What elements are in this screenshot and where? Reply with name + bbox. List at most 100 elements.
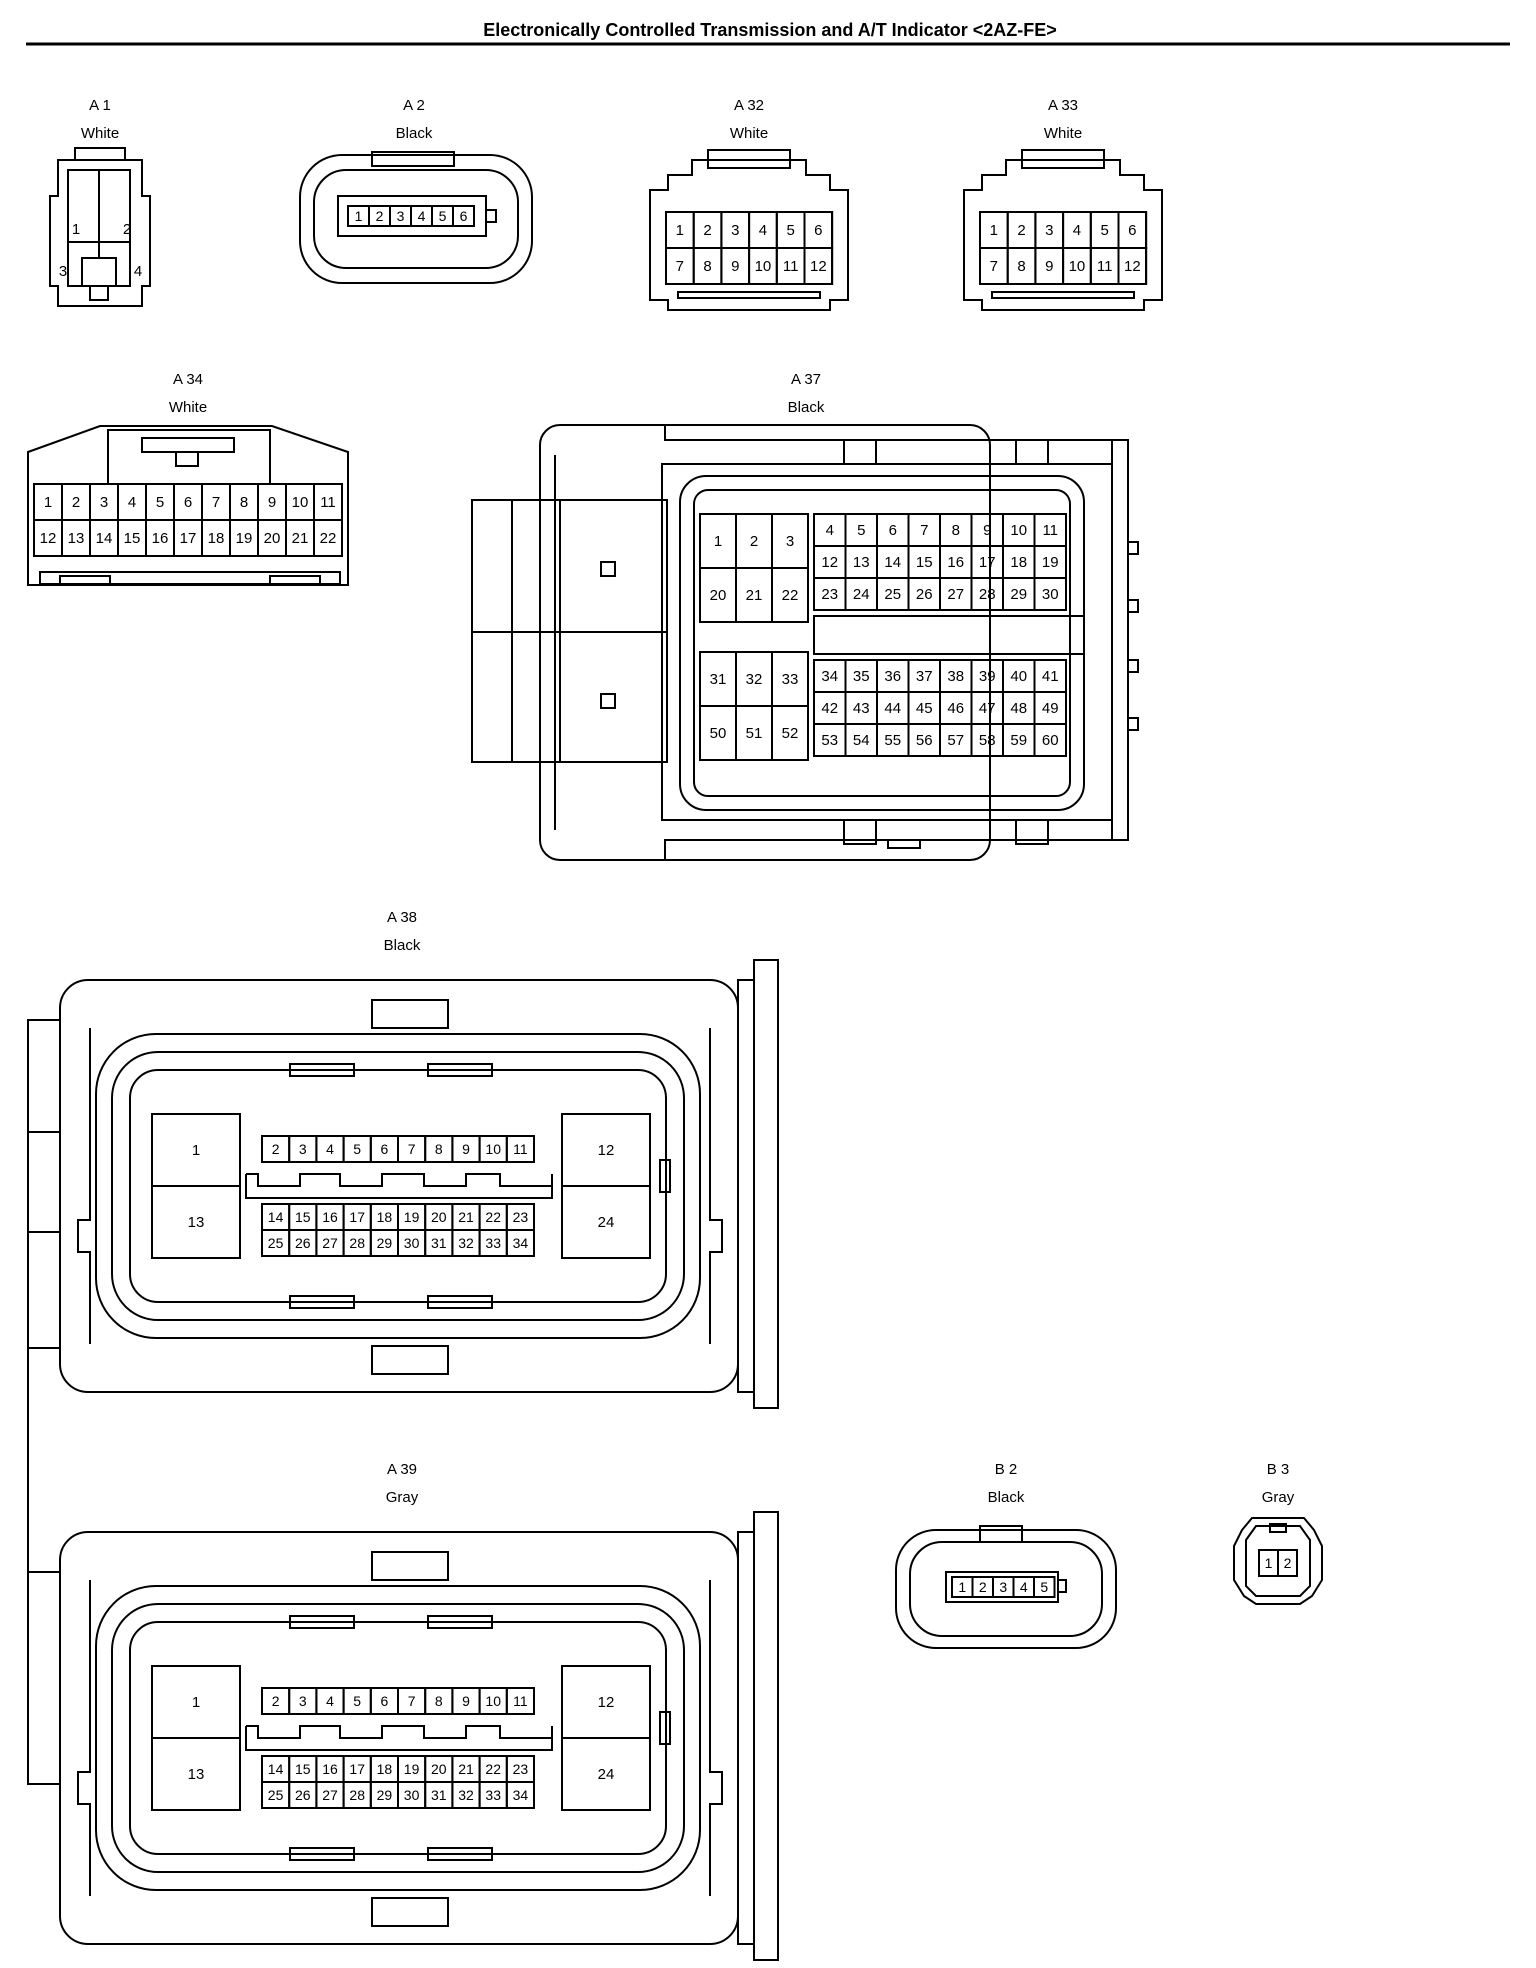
pin: 12	[598, 1142, 615, 1159]
connector-a39-body	[27, 1131, 779, 1961]
a37-pin: 21	[746, 587, 763, 604]
a34-pin: 5	[156, 494, 164, 511]
outline-box	[427, 1847, 493, 1861]
pin: 3	[731, 222, 739, 239]
pin: 17	[349, 1209, 365, 1225]
a37-pin-cell	[1033, 577, 1067, 611]
pin: 7	[408, 1693, 416, 1709]
pin: 27	[322, 1787, 338, 1803]
a37-pin: 18	[1010, 554, 1027, 571]
connector-a1-pin: 3	[59, 263, 67, 280]
outline-box	[427, 1615, 493, 1629]
pin: 34	[513, 1235, 529, 1251]
a37-pin: 56	[916, 732, 933, 749]
outline-box	[737, 1531, 755, 1945]
connector-a37-color: Black	[788, 399, 825, 416]
pin-cell	[505, 1687, 535, 1715]
pin: 12	[1124, 258, 1141, 275]
connector-a2-color: Black	[396, 125, 433, 142]
a37-pin: 11	[1042, 522, 1058, 539]
a37-pin: 16	[947, 554, 964, 571]
outline-box	[111, 1603, 685, 1873]
outline-box	[371, 1897, 449, 1927]
pin: 15	[295, 1761, 311, 1777]
outline-box	[111, 1051, 685, 1321]
a37-pin: 17	[979, 554, 996, 571]
b2-pin-cell	[1033, 1576, 1056, 1598]
a37-pin: 27	[947, 586, 964, 603]
pin: 25	[268, 1787, 284, 1803]
pin: 8	[435, 1693, 443, 1709]
a37-pin: 50	[710, 725, 727, 742]
connector-a37-id: A 37	[791, 371, 821, 388]
pin: 1	[676, 222, 684, 239]
pin: 22	[485, 1209, 501, 1225]
a37-pin: 40	[1010, 668, 1027, 685]
pin: 30	[404, 1787, 420, 1803]
a37-pin: 5	[857, 522, 865, 539]
a37-pin: 33	[782, 671, 799, 688]
connector-a1-pin: 4	[134, 263, 142, 280]
pin: 25	[268, 1235, 284, 1251]
outline-box	[95, 1033, 701, 1339]
outline-box	[289, 1063, 355, 1077]
pin: 8	[1017, 258, 1025, 275]
a37-pin: 55	[884, 732, 901, 749]
pin: 12	[598, 1694, 615, 1711]
a37-pin: 12	[821, 554, 838, 571]
a37-pin: 41	[1042, 668, 1059, 685]
a37-pin: 60	[1042, 732, 1059, 749]
pin: 30	[404, 1235, 420, 1251]
page-title: Electronically Controlled Transmission a…	[483, 20, 1056, 40]
pin: 1	[192, 1142, 200, 1159]
pin: 15	[295, 1209, 311, 1225]
a37-pin-cell	[1033, 723, 1067, 757]
a37-pin: 52	[782, 725, 799, 742]
connector-a34-color: White	[169, 399, 207, 416]
connector-a33-color: White	[1044, 125, 1082, 142]
a37-pin: 14	[884, 554, 901, 571]
pin: 23	[513, 1761, 529, 1777]
connector-a39-id: A 39	[387, 1461, 417, 1478]
connector-a1-pins: 1 2 3 4	[59, 221, 142, 280]
a34-pin: 15	[124, 530, 141, 547]
a2-pin-cell	[452, 205, 475, 227]
pin: 31	[431, 1235, 447, 1251]
connector-b2-id: B 2	[995, 1461, 1018, 1478]
a34-pin: 2	[72, 494, 80, 511]
outline-box	[129, 1069, 667, 1303]
connector-b2-color: Black	[988, 1489, 1025, 1506]
connector-a2-body	[299, 151, 533, 284]
pin: 19	[404, 1761, 420, 1777]
pin: 7	[990, 258, 998, 275]
pin: 10	[755, 258, 772, 275]
pin: 18	[377, 1209, 393, 1225]
pin: 2	[272, 1141, 280, 1157]
a37-pin: 15	[916, 554, 933, 571]
pin: 2	[703, 222, 711, 239]
connector-a2-id: A 2	[403, 97, 425, 114]
pin: 29	[377, 1235, 393, 1251]
a37-pin: 45	[916, 700, 933, 717]
a37-pin: 29	[1010, 586, 1027, 603]
b2-pin: 5	[1040, 1579, 1048, 1595]
pin: 27	[322, 1235, 338, 1251]
b2-pin: 4	[1020, 1579, 1028, 1595]
a34-pin: 8	[240, 494, 248, 511]
a37-pin: 19	[1042, 554, 1059, 571]
connector-a1-pin: 1	[72, 221, 80, 238]
a37-pin: 26	[916, 586, 933, 603]
a37-pin: 54	[853, 732, 870, 749]
connector-a38-color: Black	[384, 937, 421, 954]
connector-b3-color: Gray	[1262, 1489, 1295, 1506]
pin: 2	[272, 1693, 280, 1709]
a2-pin: 1	[355, 208, 363, 224]
a34-pin: 18	[208, 530, 225, 547]
